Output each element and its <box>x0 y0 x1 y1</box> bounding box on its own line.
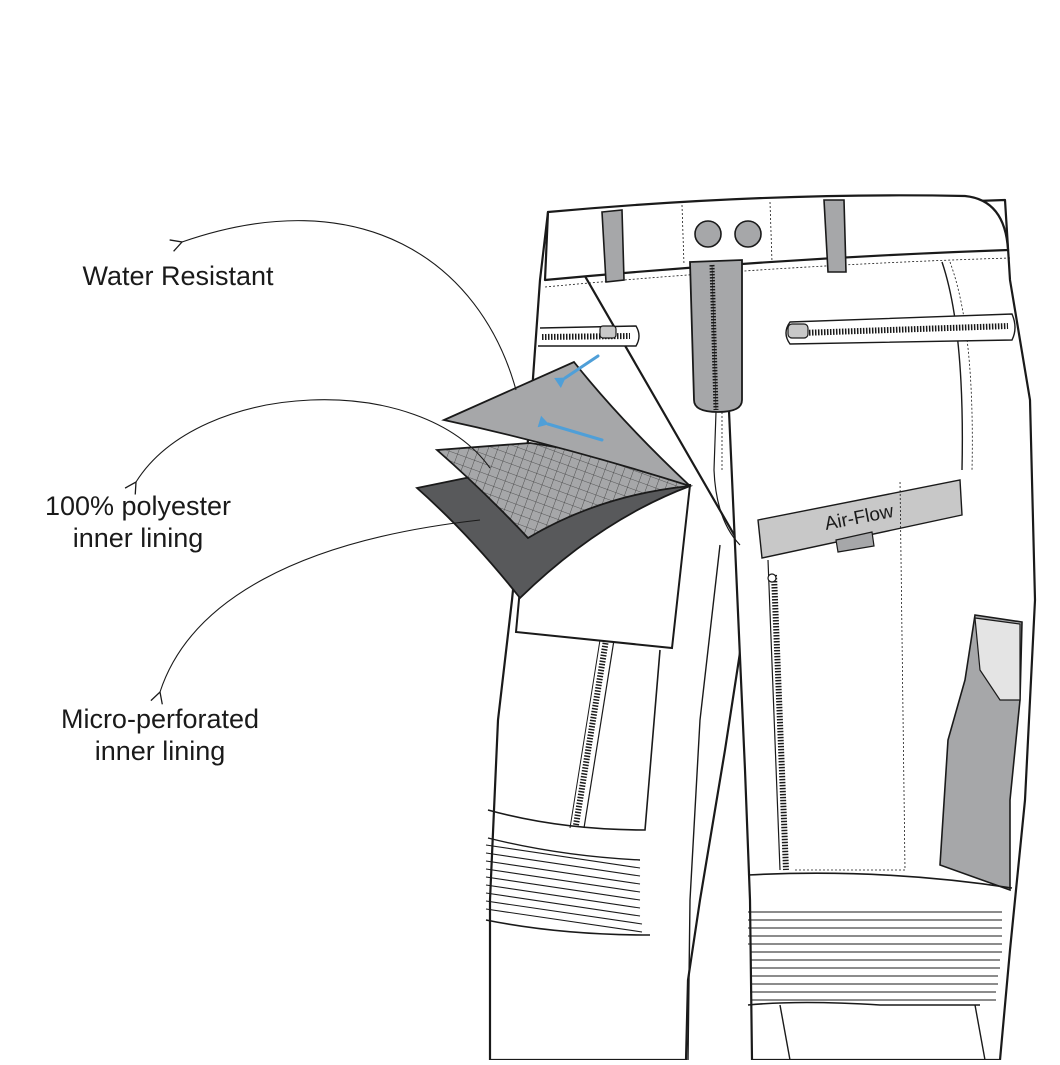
left-pocket-zipper <box>538 325 640 347</box>
water-resistant-text: Water Resistant <box>82 261 274 291</box>
belt-loop-left <box>601 209 625 283</box>
belt-loops <box>601 199 847 283</box>
arrow-water-resistant <box>169 220 517 391</box>
left-leg-zipper <box>573 639 609 826</box>
polyester-line-1: 100% polyester <box>44 491 232 521</box>
micro-line-2: inner lining <box>94 736 226 766</box>
left-knee-ribs <box>485 844 643 933</box>
snap-button-1 <box>694 220 722 248</box>
airflow-arrow-bottom <box>537 415 604 442</box>
right-leg-zipper <box>771 574 789 871</box>
micro-line-1: Micro-perforated <box>60 704 260 734</box>
arrow-polyester <box>124 399 491 495</box>
snap-buttons <box>694 220 762 248</box>
airflow-vent: Air-Flow <box>757 479 963 559</box>
water-resistant-layer <box>441 360 691 487</box>
right-pocket-zipper <box>785 313 1016 345</box>
airflow-arrows <box>537 354 604 442</box>
right-knee-ribs <box>748 911 1002 1001</box>
arrow-micro-perforated <box>150 519 481 705</box>
snap-button-2 <box>734 220 762 248</box>
fly-flap <box>689 259 743 413</box>
airflow-arrow-top <box>554 354 600 388</box>
callout-arrows <box>124 220 517 705</box>
polyester-lining-label: 100% polyester inner lining <box>20 490 256 554</box>
water-resistant-label: Water Resistant <box>60 260 296 292</box>
micro-perforated-lining-label: Micro-perforated inner lining <box>30 703 290 767</box>
polyester-line-2: inner lining <box>72 523 204 553</box>
belt-loop-right <box>823 199 847 273</box>
